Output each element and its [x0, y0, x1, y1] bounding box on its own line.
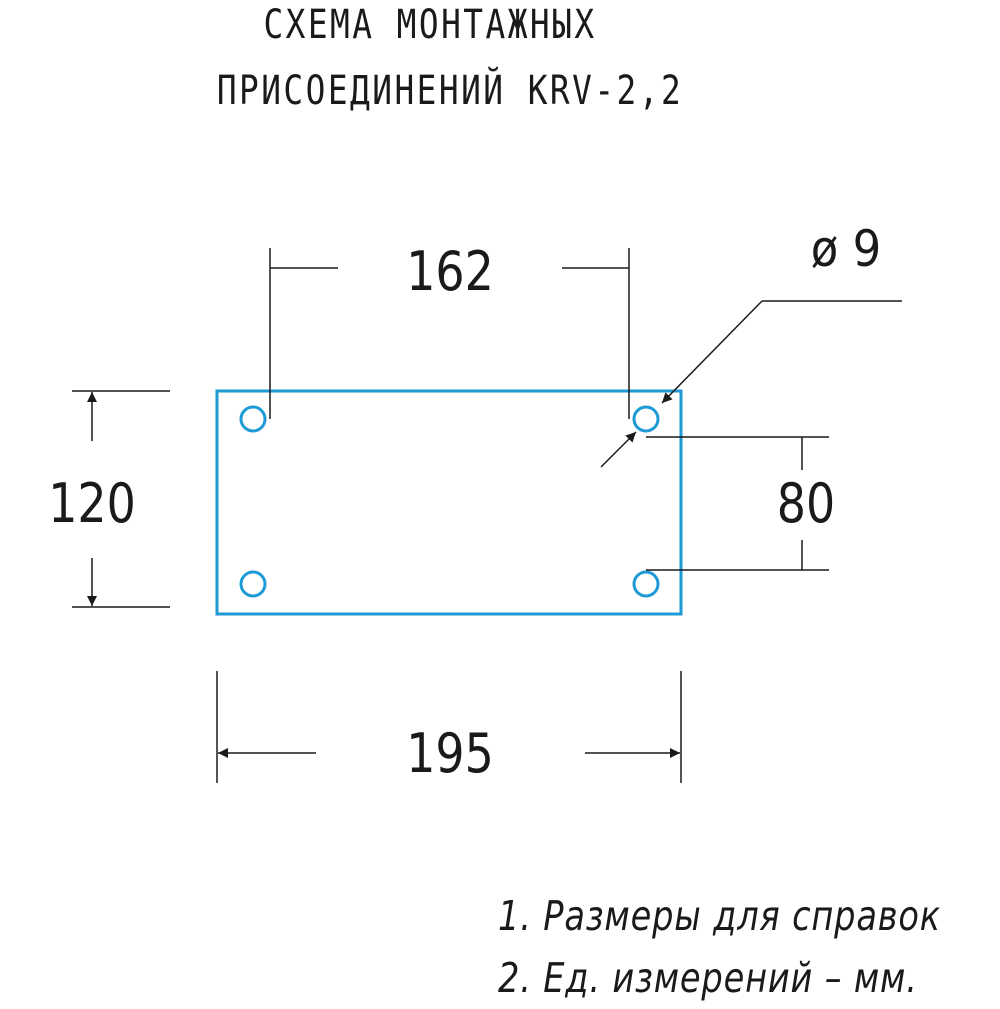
diameter-leader-diagonal — [661, 300, 763, 404]
notes-block: 1. Размеры для справок 2. Ед. измерений … — [498, 885, 941, 1009]
plate-outline — [215, 389, 683, 616]
diagram-title-line-2: ПРИСОЕДИНЕНИЙ KRV-2,2 — [216, 68, 684, 114]
mounting-hole-top-right — [632, 405, 660, 433]
dimension-label-162: 162 — [406, 239, 494, 303]
diameter-leader-lower-arrow — [600, 431, 637, 468]
mounting-hole-top-left — [239, 405, 267, 433]
dimension-label-195: 195 — [406, 721, 494, 785]
mounting-hole-bottom-left — [239, 570, 267, 598]
dimension-label-80: 80 — [777, 471, 835, 535]
note-units: 2. Ед. измерений – мм. — [498, 954, 918, 1002]
mounting-hole-bottom-right — [632, 570, 660, 598]
note-reference-dimensions: 1. Размеры для справок — [498, 892, 941, 940]
dimension-label-diameter: ø 9 — [811, 221, 881, 279]
dimension-label-120: 120 — [48, 471, 136, 535]
diagram-title-line-1: СХЕМА МОНТАЖНЫХ — [263, 2, 597, 48]
